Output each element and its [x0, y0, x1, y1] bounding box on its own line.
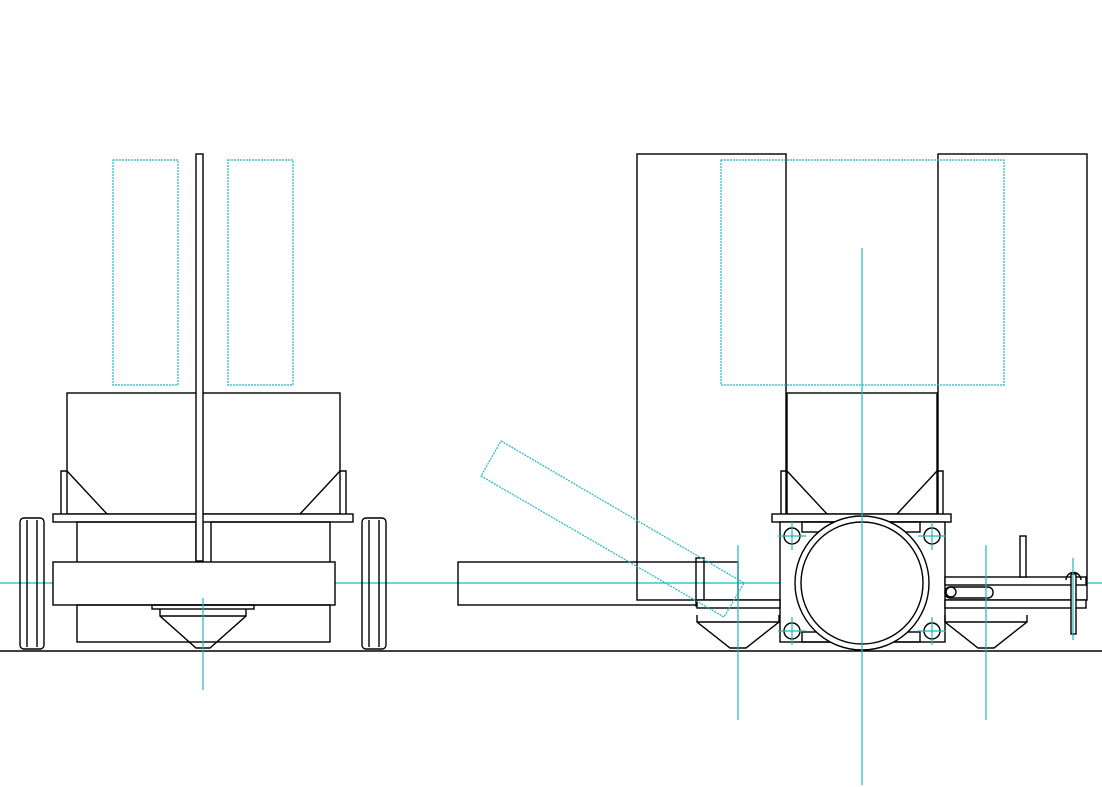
side-view [457, 153, 1088, 785]
front-lower-box-right [210, 521, 331, 564]
side-gusset-left [780, 470, 787, 514]
side-plate-right [937, 153, 1088, 601]
side-right-post [1019, 535, 1027, 578]
front-clearance-box-left [112, 159, 179, 386]
front-wheel-right [361, 517, 387, 650]
side-bolt-centerlines [778, 522, 946, 645]
side-tilted-clearance [480, 440, 745, 618]
side-right-rail-lower [944, 599, 1087, 609]
side-gusset-right-diag [896, 470, 938, 515]
side-right-slot [944, 586, 994, 599]
front-view [19, 153, 387, 690]
side-gusset-right [937, 470, 944, 514]
front-gusset-left-diag [66, 470, 108, 515]
front-lower-box-left [76, 521, 197, 564]
front-gusset-right-diag [299, 470, 341, 515]
front-vertical-post [195, 153, 204, 562]
front-gusset-left [60, 470, 67, 514]
side-left-arm-end [695, 557, 705, 607]
front-gusset-right [340, 470, 347, 514]
front-clearance-box-right [227, 159, 294, 386]
side-right-pin [945, 586, 957, 598]
side-right-rail [944, 576, 1087, 586]
front-main-beam [52, 561, 336, 606]
front-wheel-left [19, 517, 45, 650]
side-gusset-left-diag [786, 470, 828, 515]
